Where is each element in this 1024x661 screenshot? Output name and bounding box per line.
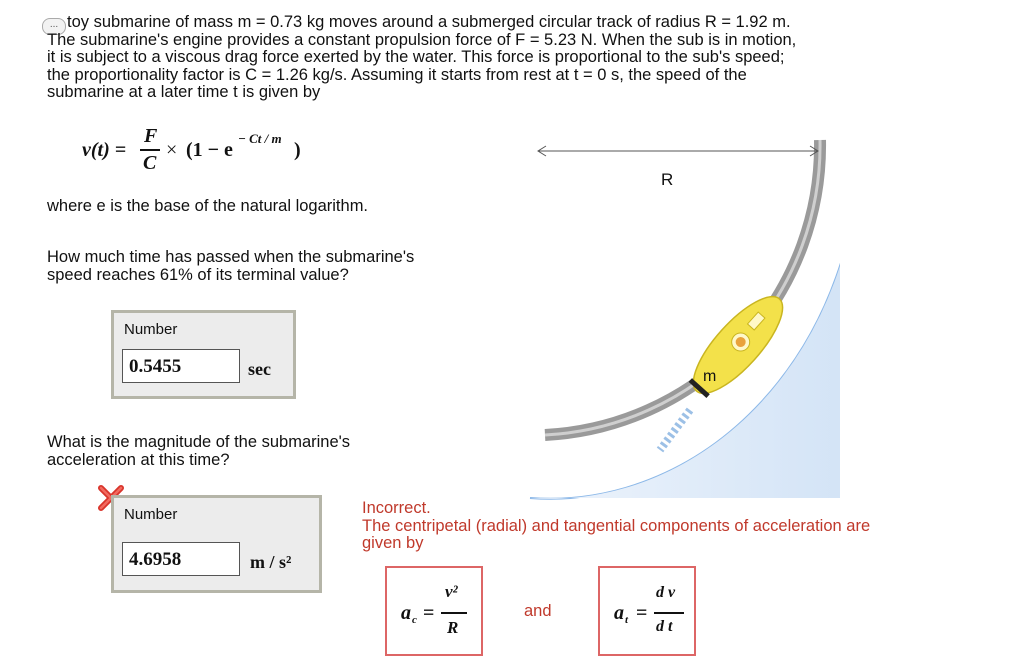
radius-label: R bbox=[661, 170, 674, 189]
problem-statement: toy submarine of mass m = 0.73 kg moves … bbox=[47, 13, 987, 102]
eq-lhs: a bbox=[401, 602, 411, 624]
submarine bbox=[688, 295, 784, 398]
mass-label: m bbox=[703, 368, 717, 385]
number-label: Number bbox=[124, 506, 178, 523]
feedback-line: given by bbox=[362, 534, 424, 552]
question-2: What is the magnitude of the submarine's… bbox=[47, 433, 351, 469]
question-1: How much time has passed when the submar… bbox=[47, 248, 415, 284]
formula-exponent: − Ct / m bbox=[238, 131, 282, 146]
wake bbox=[656, 407, 694, 453]
problem-line: toy submarine of mass m = 0.73 kg moves … bbox=[67, 13, 791, 31]
water-region bbox=[530, 140, 840, 499]
tangential-equation: a t = d v d t bbox=[598, 566, 696, 656]
question-2-line: acceleration at this time? bbox=[47, 450, 230, 469]
eq-subscript: c bbox=[412, 614, 417, 626]
comment-icon[interactable]: ... bbox=[42, 18, 66, 35]
fraction-bar bbox=[441, 612, 467, 614]
feedback-line: The centripetal (radial) and tangential … bbox=[362, 516, 871, 535]
problem-line: submarine at a later time t is given by bbox=[47, 83, 321, 101]
unit-label: sec bbox=[248, 359, 271, 379]
and-text: and bbox=[524, 602, 552, 620]
answer-box-1: Number 0.5455 sec bbox=[111, 310, 296, 399]
answer-input-1[interactable]: 0.5455 bbox=[122, 349, 240, 383]
problem-line: the proportionality factor is C = 1.26 k… bbox=[47, 65, 747, 84]
eq-denominator: d t bbox=[656, 618, 673, 635]
problem-line: The submarine's engine provides a consta… bbox=[47, 30, 797, 49]
question-1-line: speed reaches 61% of its terminal value? bbox=[47, 265, 349, 284]
unit-label: m / s² bbox=[250, 552, 292, 572]
formula-close: ) bbox=[294, 139, 301, 161]
eq-numerator: v² bbox=[445, 582, 458, 601]
eq-lhs: a bbox=[614, 602, 624, 624]
formula-denominator: C bbox=[143, 152, 157, 174]
where-text: where e is the base of the natural logar… bbox=[47, 197, 369, 215]
formula-lhs: v(t) = bbox=[82, 139, 127, 161]
number-label: Number bbox=[124, 321, 178, 338]
times-symbol: × bbox=[166, 139, 178, 161]
centripetal-equation: a c = v² R bbox=[385, 566, 483, 656]
fraction-bar bbox=[140, 149, 160, 151]
eq-numerator: d v bbox=[656, 584, 676, 601]
question-1-line: How much time has passed when the submar… bbox=[47, 248, 415, 266]
track-diagram bbox=[529, 120, 840, 501]
problem-line: it is subject to a viscous drag force ex… bbox=[47, 48, 785, 66]
formula-bracket: (1 − e bbox=[186, 139, 233, 161]
question-2-line: What is the magnitude of the submarine's bbox=[47, 433, 351, 451]
eq-denominator: R bbox=[447, 618, 459, 637]
answer-input-2[interactable]: 4.6958 bbox=[122, 542, 240, 576]
feedback: Incorrect. The centripetal (radial) and … bbox=[362, 499, 1002, 553]
formula-numerator: F bbox=[144, 125, 158, 147]
eq-subscript: t bbox=[625, 614, 629, 626]
fraction-bar bbox=[654, 612, 684, 614]
feedback-title: Incorrect. bbox=[362, 499, 431, 517]
answer-box-2: Number 4.6958 m / s² bbox=[111, 495, 322, 593]
